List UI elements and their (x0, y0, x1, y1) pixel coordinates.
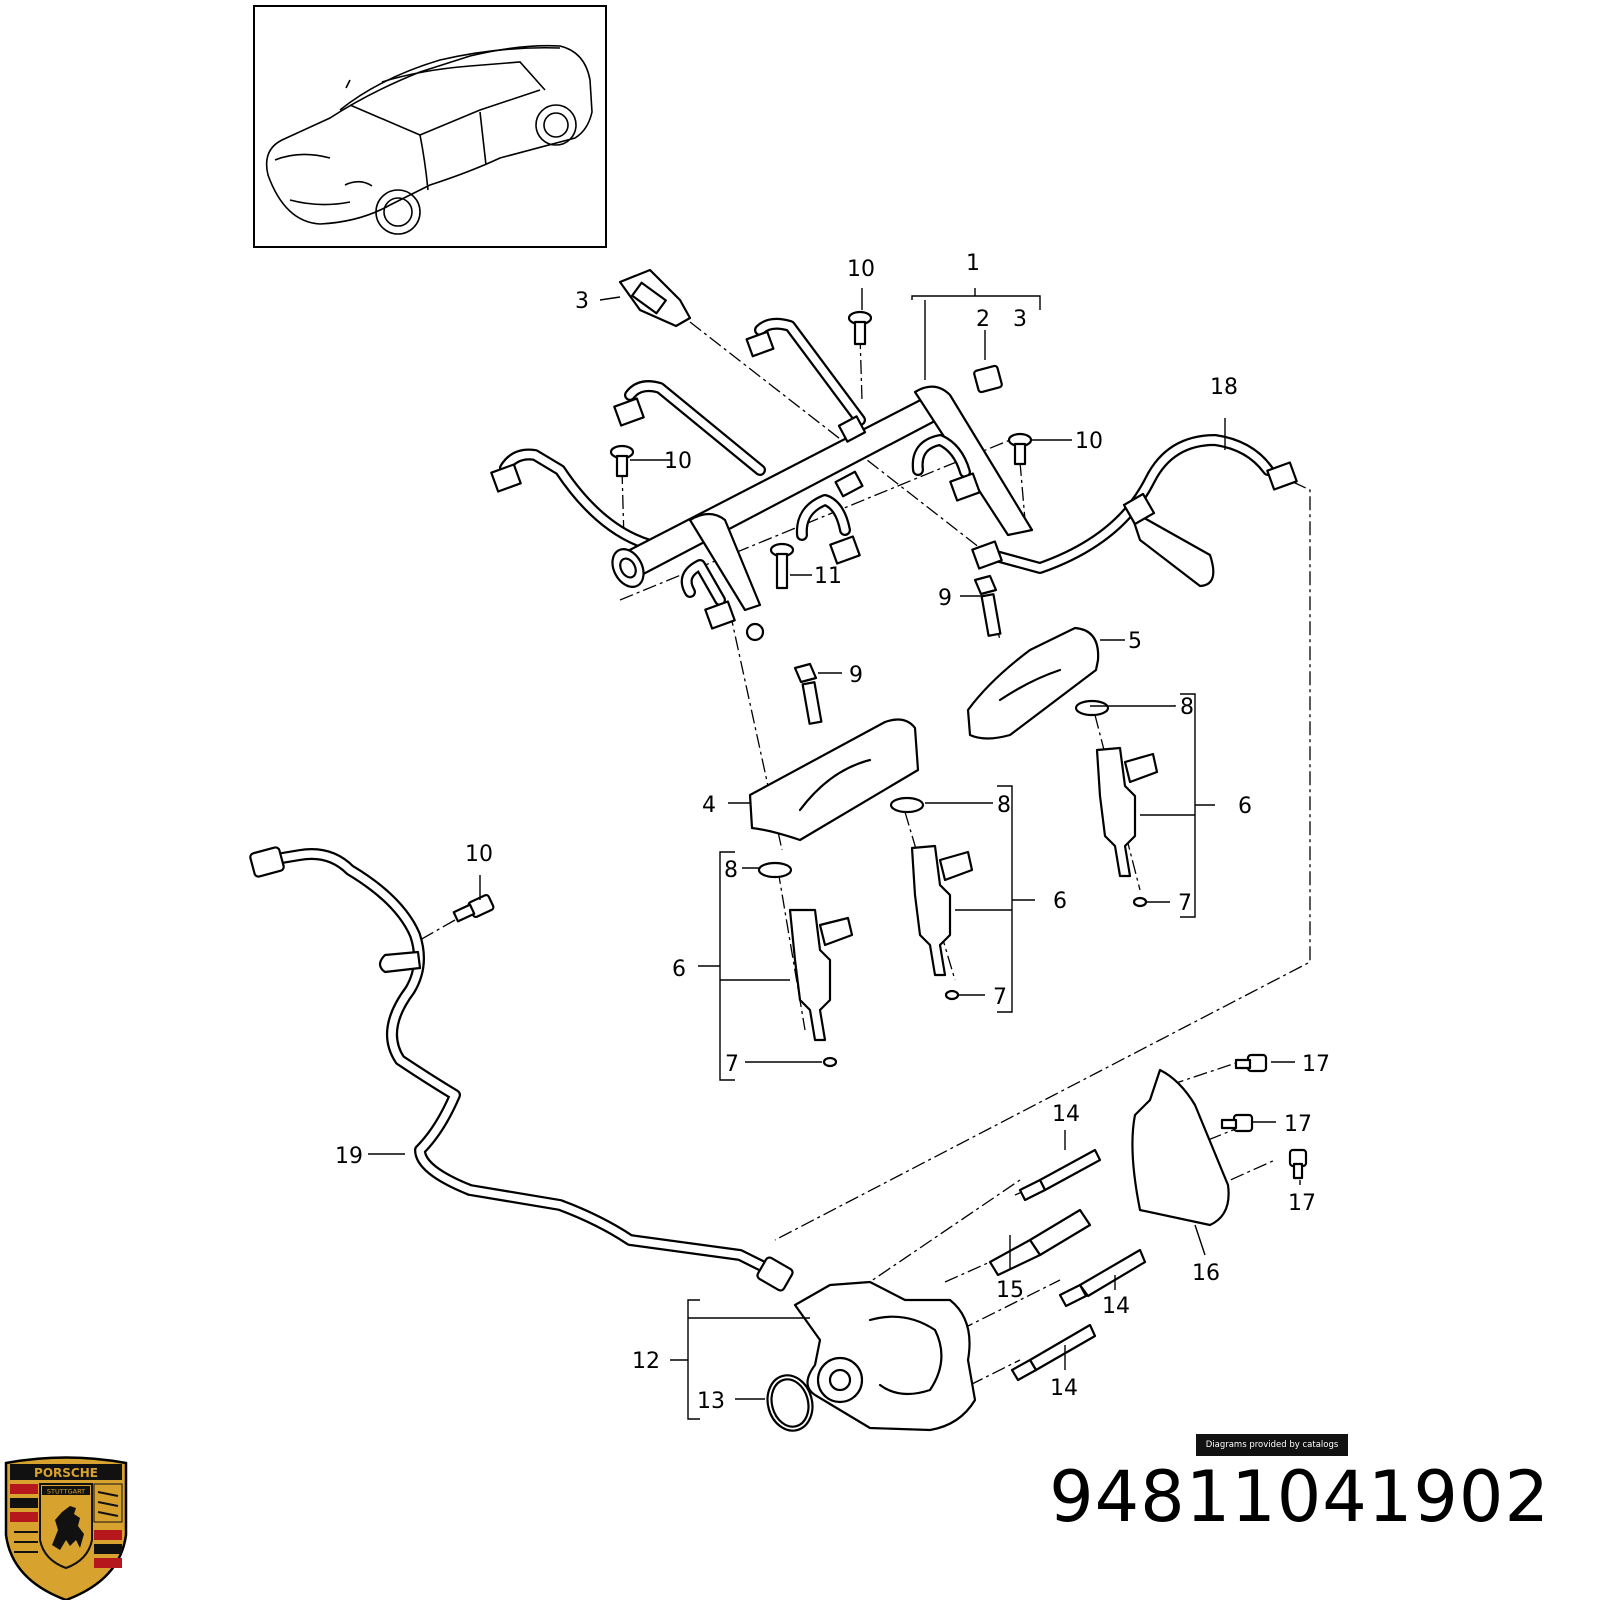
callout-10: 10 (465, 842, 493, 867)
injectors (757, 699, 1159, 1068)
callout-3: 3 (1013, 307, 1027, 332)
pressure-line (971, 434, 1298, 588)
callout-2: 2 (976, 307, 990, 332)
callout-7: 7 (1178, 891, 1192, 916)
callout-5: 5 (1128, 629, 1142, 654)
feed-line (249, 846, 794, 1292)
callouts: 1 2 3 3 10 10 10 10 18 11 9 9 5 8 6 7 4 … (335, 251, 1330, 1414)
callout-9: 9 (938, 586, 952, 611)
callout-4: 4 (702, 793, 716, 818)
callout-6: 6 (1053, 889, 1067, 914)
callout-8: 8 (997, 793, 1011, 818)
diagram-credit-badge: Diagrams provided by catalogs parts (1196, 1434, 1348, 1472)
callout-8: 8 (724, 858, 738, 883)
callout-17: 17 (1302, 1052, 1330, 1077)
callout-10: 10 (1075, 429, 1103, 454)
callout-14: 14 (1050, 1376, 1078, 1401)
callout-8: 8 (1180, 695, 1194, 720)
callout-3: 3 (575, 289, 589, 314)
crest-stripes (10, 1483, 123, 1568)
car-silhouette-icon (265, 44, 593, 235)
callout-15: 15 (996, 1278, 1024, 1303)
heat-shield (1131, 1068, 1230, 1227)
callout-11: 11 (814, 564, 842, 589)
callout-12: 12 (632, 1349, 660, 1374)
leader-lines (368, 288, 1301, 1420)
pressure-sensor (618, 268, 692, 328)
porsche-crest-icon: PORSCHE STUTTGART (4, 1456, 128, 1600)
callout-1: 1 (966, 251, 980, 276)
injector-brackets (748, 626, 1100, 842)
crest-text-top: PORSCHE (34, 1466, 98, 1480)
callout-6: 6 (1238, 794, 1252, 819)
callout-10: 10 (664, 449, 692, 474)
callout-9: 9 (849, 663, 863, 688)
part-number: 94811041902 (1049, 1456, 1550, 1538)
bolts (452, 310, 1308, 1180)
horse-icon (52, 1506, 84, 1550)
callout-18: 18 (1210, 375, 1238, 400)
assembly-lines (419, 321, 1311, 1386)
callout-7: 7 (725, 1052, 739, 1077)
crest-text-middle: STUTTGART (47, 1488, 85, 1496)
callout-14: 14 (1052, 1102, 1080, 1127)
callout-14: 14 (1102, 1294, 1130, 1319)
callout-16: 16 (1192, 1261, 1220, 1286)
callout-17: 17 (1284, 1112, 1312, 1137)
callout-7: 7 (993, 985, 1007, 1010)
callout-17: 17 (1288, 1191, 1316, 1216)
callout-13: 13 (697, 1389, 725, 1414)
studs (988, 1148, 1147, 1382)
callout-19: 19 (335, 1144, 363, 1169)
high-pressure-pump (766, 1280, 977, 1432)
fuel-rail-assembly (490, 317, 1034, 642)
callout-6: 6 (672, 957, 686, 982)
nut (973, 364, 1003, 394)
callout-10: 10 (847, 257, 875, 282)
car-thumbnail (253, 5, 607, 248)
